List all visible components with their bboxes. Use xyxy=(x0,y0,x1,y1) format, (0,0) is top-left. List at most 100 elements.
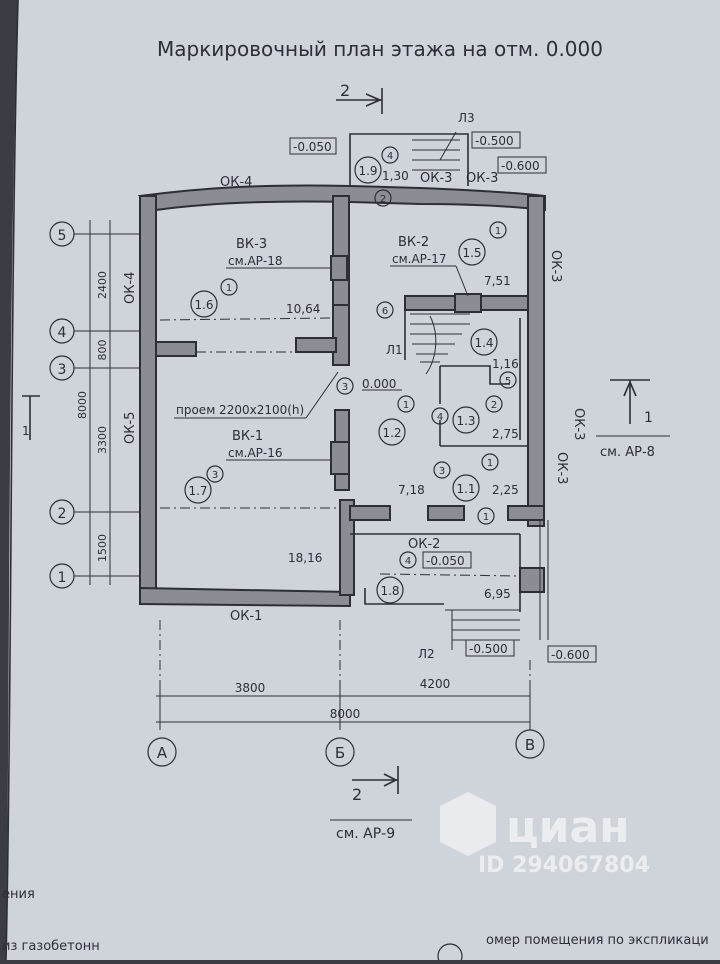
marker-3-c: 3 xyxy=(439,466,445,477)
window-ok3-right-mid2: ОК-3 xyxy=(554,452,569,484)
dash-lines xyxy=(159,317,531,730)
section-bottom-ref: см. АР-9 xyxy=(336,826,395,842)
level-box-bottom-mid xyxy=(465,639,515,657)
marker-4-b: 4 xyxy=(437,412,443,423)
porch-step xyxy=(364,588,444,605)
level-top-left: -0.050 xyxy=(293,140,332,154)
section-mark-right: 1 см. АР-8 xyxy=(596,379,670,460)
room-1-6: 1.6 xyxy=(194,298,213,312)
top-porch-outline xyxy=(349,133,469,186)
section-top-label: 2 xyxy=(340,81,350,100)
section-bottom-arrow xyxy=(383,773,398,787)
window-ok4-left: ОК-4 xyxy=(123,272,138,304)
dim-3300: 3300 xyxy=(96,426,109,454)
window-ok3-right-top: ОК-3 xyxy=(548,250,563,282)
marker-3-b-circle xyxy=(206,465,224,483)
wall-right xyxy=(527,195,545,527)
vent-block-vk3 xyxy=(330,255,348,281)
partition-bath xyxy=(440,365,510,385)
marker-2-b: 2 xyxy=(491,400,497,411)
room-1-1-circle xyxy=(452,474,480,502)
room-1-3: 1.3 xyxy=(456,414,475,428)
footer-left1: ения xyxy=(2,887,35,902)
marker-2-b-circle xyxy=(485,395,503,413)
marker-6: 6 xyxy=(382,306,388,317)
dash-line-axis4 xyxy=(159,317,331,321)
wall-porch-top-right xyxy=(507,505,545,521)
level-top-right2: -0.600 xyxy=(501,159,540,173)
marker-4-b-circle xyxy=(431,407,449,425)
window-ok3-b: ОК-3 xyxy=(466,171,498,186)
watermark-brand: циан xyxy=(506,802,630,853)
axis-b-circle xyxy=(325,737,355,767)
vk3-label: ВК-3 xyxy=(236,237,267,252)
vk2-leader-b xyxy=(455,265,469,297)
room-1-8: 1.8 xyxy=(380,584,399,598)
dim-2400: 2400 xyxy=(96,271,109,299)
room-1-5-circle xyxy=(458,238,486,266)
footer: ения из газобетонн омер помещения по экс… xyxy=(2,887,709,964)
wall-bottom-left xyxy=(139,586,351,608)
marker-4-a: 4 xyxy=(387,151,393,162)
marker-6-circle xyxy=(376,301,394,319)
room-1-9-area: 1,30 xyxy=(382,169,409,183)
axis-v-circle xyxy=(515,729,545,759)
wall-left xyxy=(139,195,157,605)
room-1-7-circle xyxy=(184,476,212,504)
hall-area: 7,18 xyxy=(398,483,425,497)
row-axes: 5 4 3 2 1 xyxy=(49,221,140,589)
stair-l3-leader xyxy=(439,131,457,161)
footer-right: омер помещения по экспликаци xyxy=(486,933,709,948)
level-box-bottom-right xyxy=(547,645,597,663)
wall-porch-top-left xyxy=(349,505,391,521)
room-1-4-circle xyxy=(470,328,498,356)
partitions xyxy=(404,310,528,447)
axis-b-label: Б xyxy=(335,744,345,762)
window-ok3-right-mid: ОК-3 xyxy=(571,408,586,440)
room-1-6-circle xyxy=(190,290,218,318)
vk1-ref: см.АР-16 xyxy=(228,446,283,460)
axis-1-label: 1 xyxy=(58,570,67,586)
dash-line-porch xyxy=(379,573,521,577)
footer-left2: из газобетонн xyxy=(2,939,100,954)
stair-l3-steps xyxy=(412,139,460,171)
window-ok1: ОК-1 xyxy=(230,609,262,624)
room-1-8-circle xyxy=(376,576,404,604)
walls xyxy=(137,184,546,608)
room-1-2-circle xyxy=(378,418,406,446)
dim-8000-horizontal: 8000 xyxy=(330,707,361,721)
section-mark-top: 2 xyxy=(336,81,383,114)
marker-3-a-circle xyxy=(336,377,354,395)
dim-3800: 3800 xyxy=(235,681,266,695)
room-1-3-area: 2,75 xyxy=(492,427,519,441)
level-porch: -0.050 xyxy=(426,554,465,568)
room-1-5-area: 7,51 xyxy=(484,274,511,288)
level-box-top-right1 xyxy=(471,131,521,149)
marker-2-a-circle xyxy=(374,189,392,207)
dim-4200: 4200 xyxy=(420,677,451,691)
level-box-porch xyxy=(422,551,472,569)
section-bottom-label: 2 xyxy=(352,785,362,804)
axis-a-circle xyxy=(147,737,177,767)
stair-l1-steps xyxy=(410,313,470,363)
wall-interior-b-mid xyxy=(332,304,350,366)
vertical-dimensions: 2400 800 3300 1500 8000 xyxy=(76,220,111,585)
plan-title: Маркировочный план этажа на отм. 0.000 xyxy=(157,37,603,61)
marker-1-c: 1 xyxy=(403,400,409,411)
room-1-4: 1.4 xyxy=(474,336,493,350)
column-axes: А Б В xyxy=(147,729,545,767)
room-1-8-area: 6,95 xyxy=(484,587,511,601)
marker-1-a-circle xyxy=(220,278,238,296)
levels: -0.050 -0.500 -0.600 0.000 -0.050 -0.500… xyxy=(289,131,597,663)
marker-4-c: 4 xyxy=(405,556,411,567)
axis-4-label: 4 xyxy=(58,325,67,341)
top-porch xyxy=(349,131,469,186)
room-1-5: 1.5 xyxy=(462,246,481,260)
opening-label: проем 2200x2100(h) xyxy=(176,403,304,417)
stair-l1-label: Л1 xyxy=(386,343,403,357)
watermark-logo-icon xyxy=(440,792,496,856)
marker-circles: 1 1 1 1 1 2 2 3 3 3 4 4 4 5 6 xyxy=(206,146,517,569)
section-mark-left: 1 xyxy=(22,395,40,440)
